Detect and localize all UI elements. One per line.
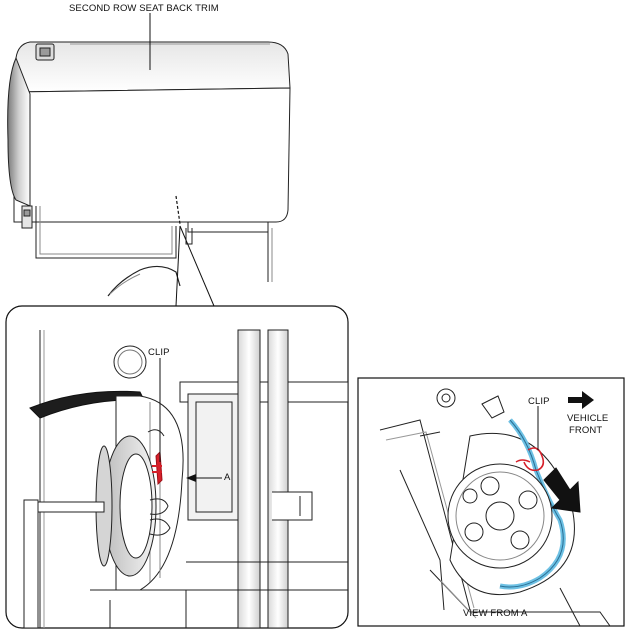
view-a-marker-label: A	[224, 472, 231, 483]
detail-leader-left	[175, 225, 181, 307]
clip-view-highlight	[523, 447, 545, 472]
seat-back-illustration	[7, 41, 291, 297]
view-from-a-panel	[357, 377, 625, 627]
clip-view-label: CLIP	[528, 396, 550, 407]
removal-arrow	[543, 467, 581, 513]
view-from-a-caption: VIEW FROM A	[463, 608, 528, 619]
vehicle-front-arrow	[568, 391, 594, 409]
vehicle-front-label-line1: VEHICLE	[567, 413, 609, 424]
detail-leader-right	[179, 225, 215, 307]
title-label: SECOND ROW SEAT BACK TRIM	[69, 3, 219, 14]
vehicle-front-label-line2: FRONT	[569, 425, 603, 436]
clip-label: CLIP	[148, 347, 170, 358]
clip-detail-callout	[5, 305, 349, 629]
